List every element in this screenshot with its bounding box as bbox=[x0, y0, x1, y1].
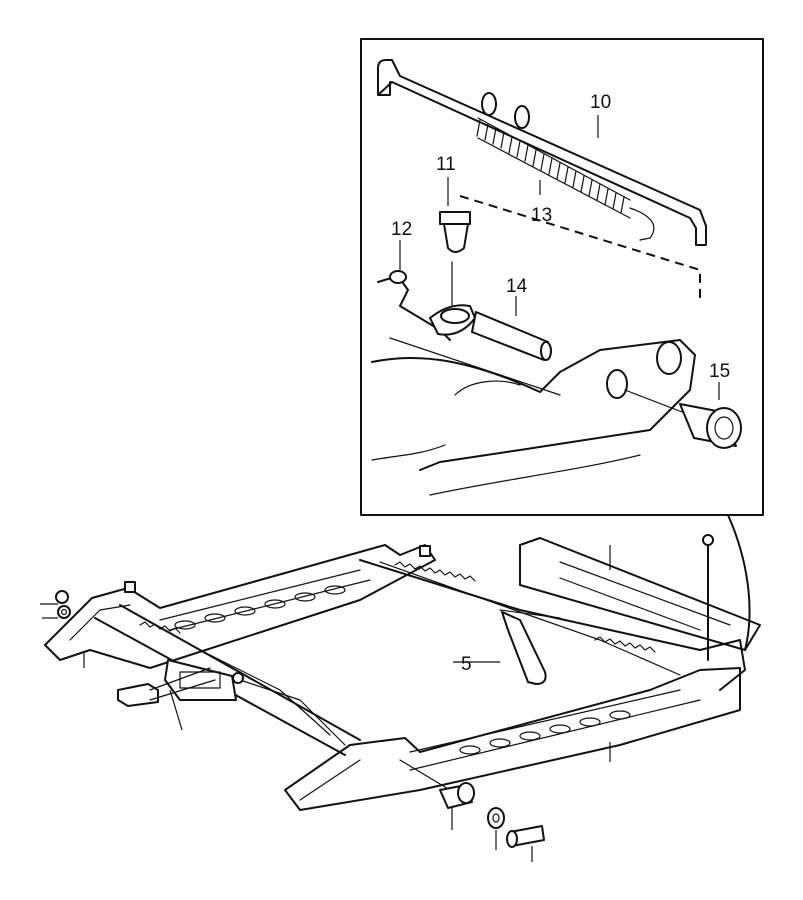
callout-14: 14 bbox=[506, 276, 528, 297]
callout-5: 5 bbox=[461, 654, 472, 675]
spring-icon bbox=[476, 117, 655, 241]
callout-10: 10 bbox=[590, 92, 611, 113]
seat-frame bbox=[44, 534, 761, 848]
spring-icon bbox=[394, 561, 476, 582]
front-rail bbox=[284, 667, 741, 811]
leader-lines bbox=[40, 115, 720, 862]
bushing-icon bbox=[439, 782, 475, 809]
rod-10 bbox=[377, 59, 707, 246]
inset-frame-bracket bbox=[371, 339, 696, 471]
callout-12: 12 bbox=[391, 219, 412, 240]
back-cover bbox=[519, 537, 761, 651]
bolt-icon bbox=[506, 825, 545, 848]
left-rail bbox=[44, 544, 436, 669]
lever-icon bbox=[499, 609, 561, 685]
washer-icon bbox=[487, 807, 505, 829]
callout-11: 11 bbox=[436, 154, 456, 175]
callout-15: 15 bbox=[709, 361, 730, 382]
callout-13: 13 bbox=[531, 205, 552, 226]
nut-icon bbox=[55, 545, 431, 684]
handle-tab bbox=[117, 683, 159, 707]
callout-labels: 10 11 12 13 14 15 5 bbox=[391, 92, 730, 675]
bushing-icon bbox=[606, 369, 742, 449]
bolt-icon bbox=[439, 211, 471, 306]
pin-14 bbox=[429, 304, 552, 361]
detail-inset bbox=[360, 38, 764, 516]
